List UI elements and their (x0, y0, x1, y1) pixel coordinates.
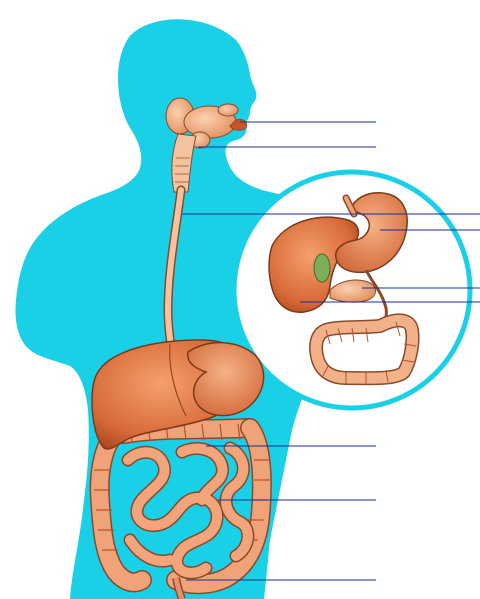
gallbladder (314, 254, 330, 282)
stomach (188, 343, 264, 416)
